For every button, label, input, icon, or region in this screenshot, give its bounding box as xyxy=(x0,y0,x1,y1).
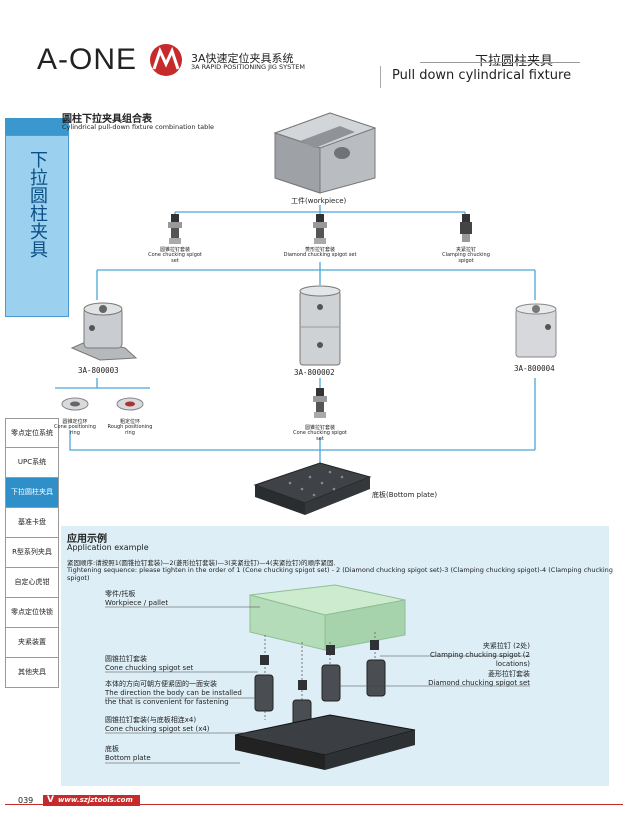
callout-cone4-cn: 圆锥拉钉套装(与底板相连x4) xyxy=(105,716,197,724)
brand-wordmark: A-ONE xyxy=(37,43,138,76)
menu-item-label: 自定心虎钳 xyxy=(14,578,50,586)
rough-ring-icon xyxy=(116,397,144,411)
menu-item-pull-down[interactable]: 下拉圆柱夹具 xyxy=(5,478,59,508)
lower-spigot-label-cn: 圆锥拉钉套装 xyxy=(304,425,335,431)
callout-clamp-en: Clamping chucking spigot (2 locations) xyxy=(429,651,530,668)
menu-item-label: 夹紧装置 xyxy=(18,638,46,646)
menu-item-label: 基准卡盘 xyxy=(18,518,46,526)
menu-item-label: 零点定位系统 xyxy=(11,428,53,437)
side-menu: 零点定位系统 UPC系统 下拉圆柱夹具 基准卡盘 R型系列夹具 自定心虎钳 零点… xyxy=(5,418,59,688)
callout-body-en1: The direction the body can be installed xyxy=(105,689,242,697)
spigot-clamp-label-en: Clamping chucking spigot xyxy=(442,252,490,264)
section-title-en: Cylindrical pull-down fixture combinatio… xyxy=(62,123,215,131)
system-name-cn: 3A快速定位夹具系统 xyxy=(191,52,294,65)
header-divider xyxy=(420,62,580,63)
spigot-diamond-label-en: Diamond chucking spigot set xyxy=(283,252,357,258)
tightening-sequence-cn: 紧固顺序:请按照1(圆锥拉钉套装)—2(菱形拉钉套装)—3(夹紧拉钉)—4(夹紧… xyxy=(67,559,336,567)
cone-spigot-icon xyxy=(168,214,182,244)
callout-body-en2: the that is convenient for fastening xyxy=(105,698,229,706)
cone-ring-icon xyxy=(61,397,89,411)
badge-mark-icon: V xyxy=(47,795,54,805)
fixture-800003-illustration xyxy=(70,302,138,361)
callout-bottom-plate: 底板 Bottom plate xyxy=(105,745,151,763)
menu-item-label: 下拉圆柱夹具 xyxy=(11,488,53,496)
diamond-spigot-icon xyxy=(313,214,327,244)
menu-item-upc[interactable]: UPC系统 xyxy=(5,448,59,478)
callout-diamond-en: Diamond chucking spigot set xyxy=(428,679,530,687)
lower-spigot-label-en: Cone chucking spigot set xyxy=(293,430,347,442)
spigot-diamond-label-cn: 菱形拉钉套装 xyxy=(304,247,335,253)
callout-clamp-cn: 夹紧拉钉 (2处) xyxy=(482,642,530,650)
fixture-code-800003: 3A-800003 xyxy=(78,366,119,375)
callout-diamond-cn: 菱形拉钉套装 xyxy=(488,670,530,678)
fixture-800004-illustration xyxy=(515,303,557,358)
callout-workpiece: 零件/托板 Workpiece / pallet xyxy=(105,590,168,608)
menu-item-other[interactable]: 其他夹具 xyxy=(5,658,59,688)
fixture-code-800002: 3A-800002 xyxy=(294,368,335,377)
callout-body-direction: 本体的方向可朝方便紧固的一面安装 The direction the body … xyxy=(105,680,242,707)
menu-item-label: 其他夹具 xyxy=(18,668,46,676)
ring-cone-label-cn: 圆锥定位环 xyxy=(62,419,88,425)
callout-diamond: 菱形拉钉套装 Diamond chucking spigot set xyxy=(400,670,530,688)
application-title-cn: 应用示例 xyxy=(67,534,107,545)
clamping-spigot-icon xyxy=(460,214,472,242)
spigot-cone-label-en: Cone chucking spigot set xyxy=(148,252,202,264)
brand-logo-icon xyxy=(150,44,182,76)
bottom-plate-label: 底板(Bottom plate) xyxy=(372,491,438,499)
section-title-cn: 圆柱下拉夹具组合表 xyxy=(62,114,152,125)
menu-item-chuck[interactable]: 基准卡盘 xyxy=(5,508,59,538)
spigot-clamp-label-cn: 夹紧拉钉 xyxy=(455,247,476,253)
callout-workpiece-cn: 零件/托板 xyxy=(105,590,136,598)
application-title-en: Application example xyxy=(67,543,149,552)
spigot-cone-label-cn: 圆锥拉钉套装 xyxy=(159,247,190,253)
menu-item-clamp[interactable]: 夹紧装置 xyxy=(5,628,59,658)
tightening-sequence-en: Tightening sequence: please tighten in t… xyxy=(67,566,613,582)
fixture-code-800004: 3A-800004 xyxy=(514,364,555,373)
side-tab xyxy=(5,135,69,317)
website-link[interactable]: www.szjztools.com xyxy=(57,796,133,804)
ring-rough-label-en: Rough positioning ring xyxy=(107,424,153,436)
callout-cone4-en: Cone chucking spigot set (x4) xyxy=(105,725,210,733)
callout-cone-cn: 圆锥拉钉套装 xyxy=(105,655,147,663)
callout-cone-x4: 圆锥拉钉套装(与底板相连x4) Cone chucking spigot set… xyxy=(105,716,210,734)
system-name-en: 3A RAPID POSITIONING JIG SYSTEM xyxy=(191,63,305,71)
menu-item-label: UPC系统 xyxy=(17,458,47,466)
side-tab-cap xyxy=(5,118,69,135)
callout-bottom-en: Bottom plate xyxy=(105,754,151,762)
page-title-cn: 下拉圆柱夹具 xyxy=(475,54,554,69)
application-illustration xyxy=(234,584,416,770)
page-number: 039 xyxy=(18,796,34,805)
menu-item-zero-point[interactable]: 零点定位系统 xyxy=(5,418,59,448)
menu-item-vise[interactable]: 自定心虎钳 xyxy=(5,568,59,598)
menu-item-r-series[interactable]: R型系列夹具 xyxy=(5,538,59,568)
callout-workpiece-en: Workpiece / pallet xyxy=(105,599,169,607)
menu-item-label: R型系列夹具 xyxy=(12,548,52,556)
callout-bottom-cn: 底板 xyxy=(105,745,119,753)
ring-rough-label-cn: 粗定位环 xyxy=(119,419,140,425)
menu-item-label: 零点定位快锁 xyxy=(11,608,53,616)
bottom-plate-illustration xyxy=(253,462,372,515)
fixture-800002-illustration xyxy=(299,285,341,366)
workpiece-label: 工件(workpiece) xyxy=(291,197,347,205)
page-title-en: Pull down cylindrical fixture xyxy=(392,68,572,83)
ring-cone-label-en: Cone positioning ring xyxy=(54,424,96,436)
callout-body-cn: 本体的方向可朝方便紧固的一面安装 xyxy=(105,680,217,688)
callout-clamping: 夹紧拉钉 (2处) Clamping chucking spigot (2 lo… xyxy=(400,642,530,669)
menu-item-quick-lock[interactable]: 零点定位快锁 xyxy=(5,598,59,628)
workpiece-illustration xyxy=(273,112,377,194)
footer-rule xyxy=(5,804,623,805)
side-tab-label: 下拉圆柱夹具 xyxy=(27,150,48,258)
callout-cone-spigot: 圆锥拉钉套装 Cone chucking spigot set xyxy=(105,655,193,673)
callout-cone-en: Cone chucking spigot set xyxy=(105,664,194,672)
lower-cone-spigot-icon xyxy=(313,388,327,418)
header-bar xyxy=(380,66,581,88)
